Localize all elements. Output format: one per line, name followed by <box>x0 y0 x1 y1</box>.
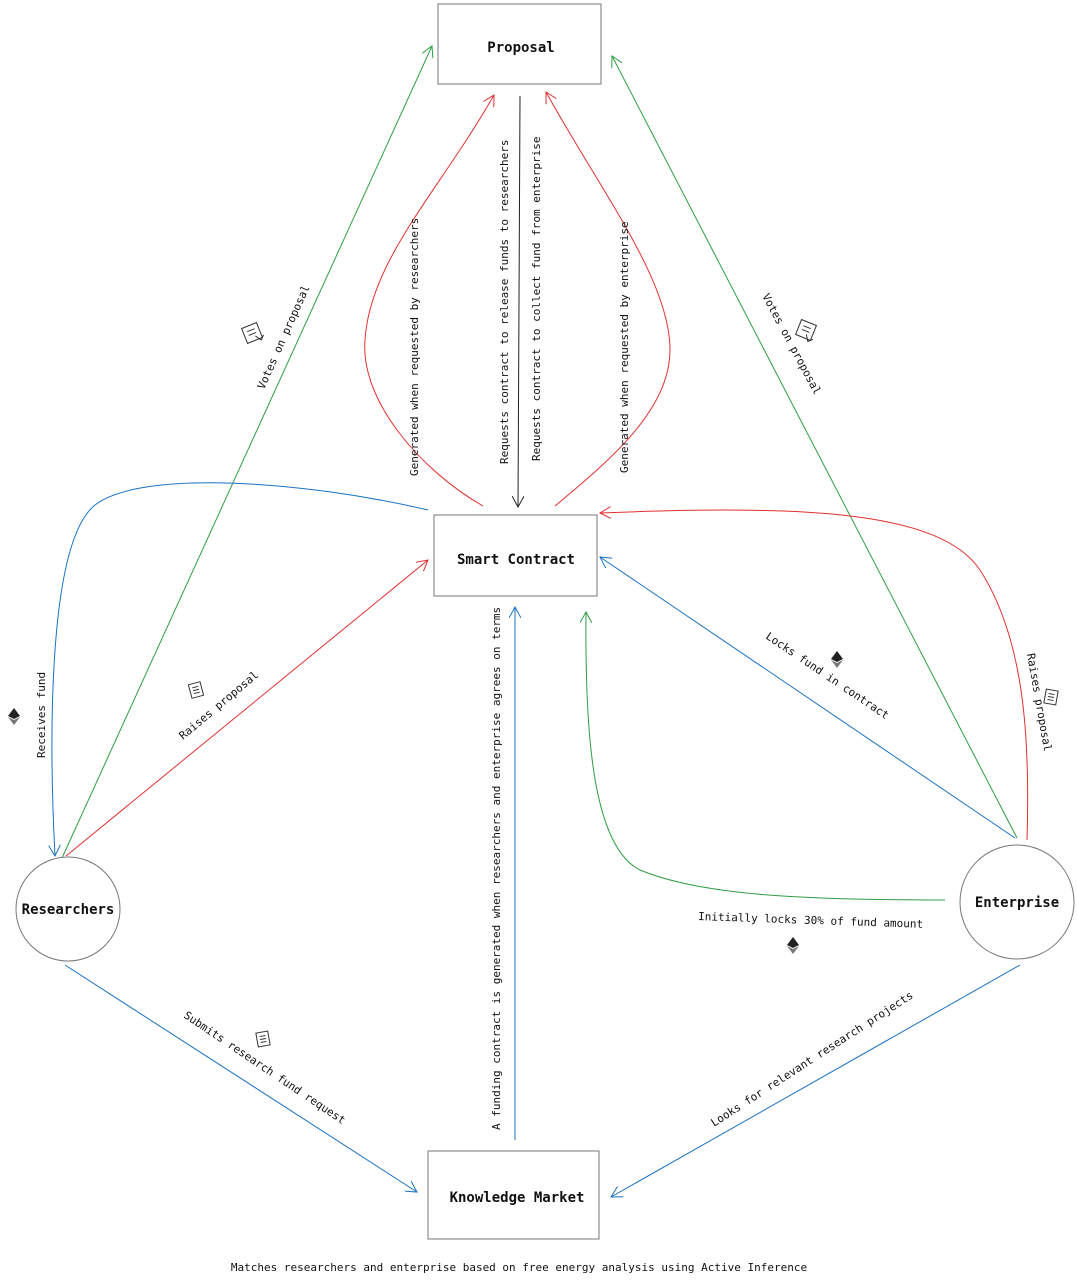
edge-enterprise-votes <box>612 56 1018 839</box>
smart-contract-label: Smart Contract <box>457 552 575 568</box>
document-icon <box>187 681 205 699</box>
diagram-caption: Matches researchers and enterprise based… <box>231 1261 807 1274</box>
vote-icon <box>240 321 264 345</box>
enterprise-label: Enterprise <box>975 895 1059 911</box>
node-knowledge-market[interactable]: Knowledge Market <box>427 1150 600 1240</box>
label-receives-fund: Receives fund <box>35 672 48 758</box>
knowledge-market-label: Knowledge Market <box>450 1190 585 1206</box>
document-icon <box>1043 688 1059 706</box>
node-enterprise[interactable]: Enterprise <box>959 844 1075 960</box>
researchers-label: Researchers <box>22 902 115 918</box>
edge-initially-locks <box>586 612 946 901</box>
node-smart-contract[interactable]: Smart Contract <box>433 514 598 597</box>
node-proposal[interactable]: Proposal <box>437 3 602 85</box>
ethereum-icon <box>8 708 20 725</box>
ethereum-icon <box>831 651 843 668</box>
label-submits-request: Submits research fund request <box>181 1009 347 1127</box>
node-researchers[interactable]: Researchers <box>15 856 121 962</box>
edge-researchers-raises <box>65 560 428 857</box>
label-generated-researchers: Generated when requested by researchers <box>408 218 421 476</box>
edge-proposal-to-contract <box>518 95 520 507</box>
ethereum-icon <box>787 937 799 954</box>
label-locks-fund: Locks fund in contract <box>763 630 891 722</box>
label-funding-contract: A funding contract is generated when res… <box>490 607 503 1130</box>
label-looks-for: Looks for relevant research projects <box>709 989 916 1130</box>
edge-researchers-votes <box>61 46 432 859</box>
proposal-label: Proposal <box>487 40 554 56</box>
edge-enterprise-raises <box>600 510 1029 841</box>
edge-generated-by-enterprise <box>546 92 671 507</box>
vote-icon <box>794 318 818 343</box>
label-release-funds: Requests contract to release funds to re… <box>498 139 511 464</box>
label-initially-locks: Initially locks 30% of fund amount <box>698 910 923 931</box>
label-votes-left: Votes on proposal <box>255 283 313 391</box>
label-generated-enterprise: Generated when requested by enterprise <box>618 221 631 473</box>
edge-submits-request <box>64 964 417 1192</box>
edge-looks-for <box>611 964 1021 1197</box>
edge-locks-fund <box>600 557 1016 839</box>
edge-receives-fund <box>52 482 429 856</box>
edge-generated-by-researchers <box>364 95 494 507</box>
label-votes-right: Votes on proposal <box>759 291 823 397</box>
label-collect-fund: Requests contract to collect fund from e… <box>530 136 543 461</box>
document-icon <box>255 1030 271 1048</box>
